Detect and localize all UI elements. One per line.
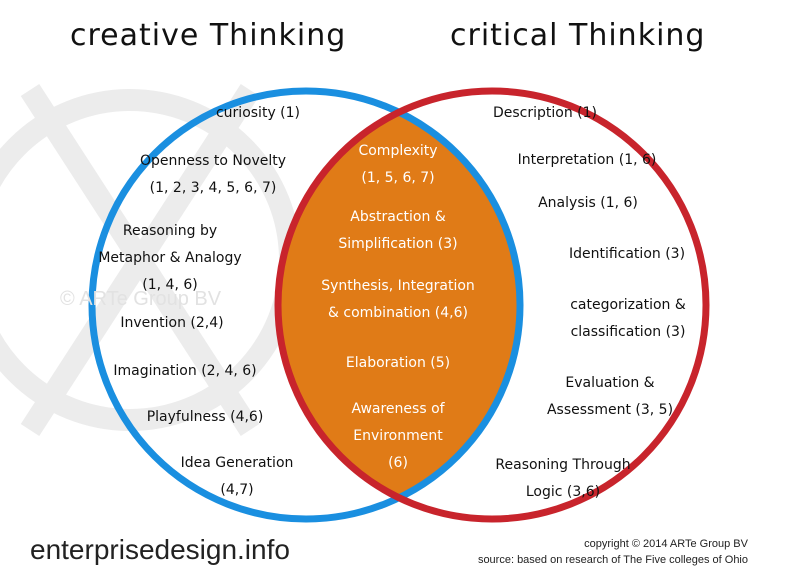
- creative-item: Playfulness (4,6): [147, 404, 264, 431]
- critical-item-line: Identification (3): [568, 246, 686, 262]
- creative-item-line: curiosity (1): [215, 105, 301, 121]
- critical-item-line: Assessment (3, 5): [546, 402, 674, 418]
- critical-item-line: Interpretation (1, 6): [517, 152, 657, 168]
- creative-item: curiosity (1): [216, 100, 300, 127]
- shared-item-line: & combination (4,6): [328, 305, 468, 321]
- shared-item-line: Synthesis, Integration: [321, 278, 475, 294]
- creative-item-line: (1, 2, 3, 4, 5, 6, 7): [149, 180, 277, 196]
- critical-thinking-title: critical Thinking: [450, 18, 706, 53]
- critical-item-line: classification (3): [570, 324, 686, 340]
- critical-item-line: Analysis (1, 6): [538, 195, 638, 211]
- creative-item-line: Imagination (2, 4, 6): [113, 363, 257, 379]
- creative-item-line: (4,7): [220, 482, 254, 498]
- shared-item: Complexity (1, 5, 6, 7): [358, 138, 437, 192]
- brand-name: enterprisedesign.info: [30, 534, 290, 565]
- critical-item-line: Description (1): [492, 105, 598, 121]
- shared-item: Elaboration (5): [346, 350, 450, 377]
- critical-item-line: Logic (3,6): [525, 484, 601, 500]
- creative-item: Idea Generation (4,7): [181, 450, 294, 504]
- creative-item-line: Playfulness (4,6): [146, 409, 264, 425]
- critical-thinking-circle: [274, 87, 710, 523]
- creative-item-line: Openness to Novelty: [139, 153, 287, 169]
- shared-item-line: Simplification (3): [338, 236, 458, 252]
- creative-item: Invention (2,4): [120, 310, 223, 337]
- creative-thinking-title: creative Thinking: [70, 18, 347, 53]
- copyright-text: copyright © 2014 ARTe Group BV: [584, 538, 748, 550]
- shared-item-line: Elaboration (5): [345, 355, 451, 371]
- source-text: source: based on research of The Five co…: [477, 554, 748, 566]
- critical-item: Analysis (1, 6): [538, 190, 638, 217]
- creative-item-line: Invention (2,4): [120, 315, 224, 331]
- critical-item: categorization & classification (3): [570, 292, 686, 346]
- creative-item: Reasoning by Metaphor & Analogy (1, 4, 6): [98, 218, 241, 299]
- creative-item-line: Metaphor & Analogy: [98, 250, 242, 266]
- critical-item: Interpretation (1, 6): [518, 147, 657, 174]
- creative-item: Openness to Novelty (1, 2, 3, 4, 5, 6, 7): [140, 148, 286, 202]
- watermark-text: © ARTe Group BV: [60, 288, 222, 310]
- critical-item-line: Reasoning Through: [495, 457, 631, 473]
- shared-item: Awareness of Environment (6): [351, 396, 444, 477]
- creative-item-line: Reasoning by: [122, 223, 218, 239]
- shared-item-line: Complexity: [358, 143, 438, 159]
- critical-item: Evaluation & Assessment (3, 5): [547, 370, 673, 424]
- critical-item: Identification (3): [569, 241, 685, 268]
- critical-item-line: categorization &: [570, 297, 686, 313]
- critical-item: Description (1): [493, 100, 597, 127]
- shared-item: Synthesis, Integration & combination (4,6…: [321, 273, 475, 327]
- shared-item-line: Environment: [353, 428, 443, 444]
- creative-thinking-circle: [88, 87, 524, 523]
- overlap-region: [278, 91, 520, 519]
- shared-item-line: (1, 5, 6, 7): [361, 170, 435, 186]
- critical-item-line: Evaluation &: [565, 375, 655, 391]
- shared-item-line: Abstraction &: [350, 209, 446, 225]
- shared-item-line: (6): [388, 455, 408, 471]
- creative-item: Imagination (2, 4, 6): [113, 358, 256, 385]
- shared-item-line: Awareness of: [351, 401, 445, 417]
- creative-item-line: (1, 4, 6): [142, 277, 198, 293]
- creative-item-line: Idea Generation: [180, 455, 294, 471]
- shared-item: Abstraction & Simplification (3): [338, 204, 457, 258]
